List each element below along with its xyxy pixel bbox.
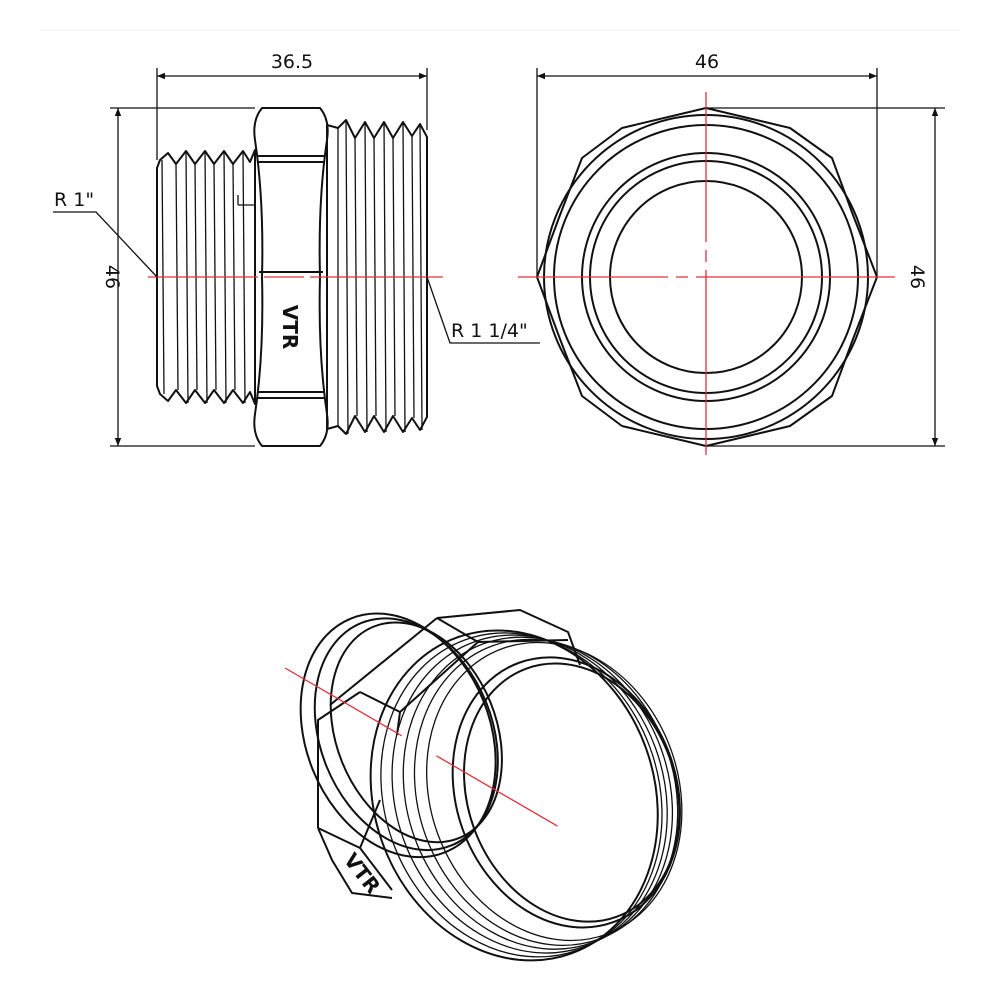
hex-body: VTR xyxy=(253,107,329,447)
iso-front-thread xyxy=(369,629,683,962)
length-dimension: 36.5 xyxy=(156,51,428,160)
iso-centerline xyxy=(284,667,579,839)
small-thread-label: R 1" xyxy=(54,189,94,211)
length-dimension-label: 36.5 xyxy=(271,51,313,73)
end-height-dimension: 46 xyxy=(706,107,945,447)
small-thread-callout: R 1" xyxy=(53,189,158,278)
iso-hex xyxy=(317,609,581,899)
end-width-label: 46 xyxy=(695,51,719,73)
isometric-view: VTR xyxy=(284,609,683,962)
end-width-dimension: 46 xyxy=(536,51,878,277)
height-dimension: 46 xyxy=(101,107,255,447)
end-view: 46 46 xyxy=(518,51,945,455)
brand-mark: VTR xyxy=(278,305,302,350)
large-thread-label: R 1 1/4" xyxy=(451,320,528,342)
height-dimension-label: 46 xyxy=(101,265,123,289)
large-thread-callout: R 1 1/4" xyxy=(426,276,540,344)
end-height-label: 46 xyxy=(906,265,928,289)
side-view: 36.5 46 xyxy=(53,51,540,447)
iso-brand-mark: VTR xyxy=(339,848,385,898)
